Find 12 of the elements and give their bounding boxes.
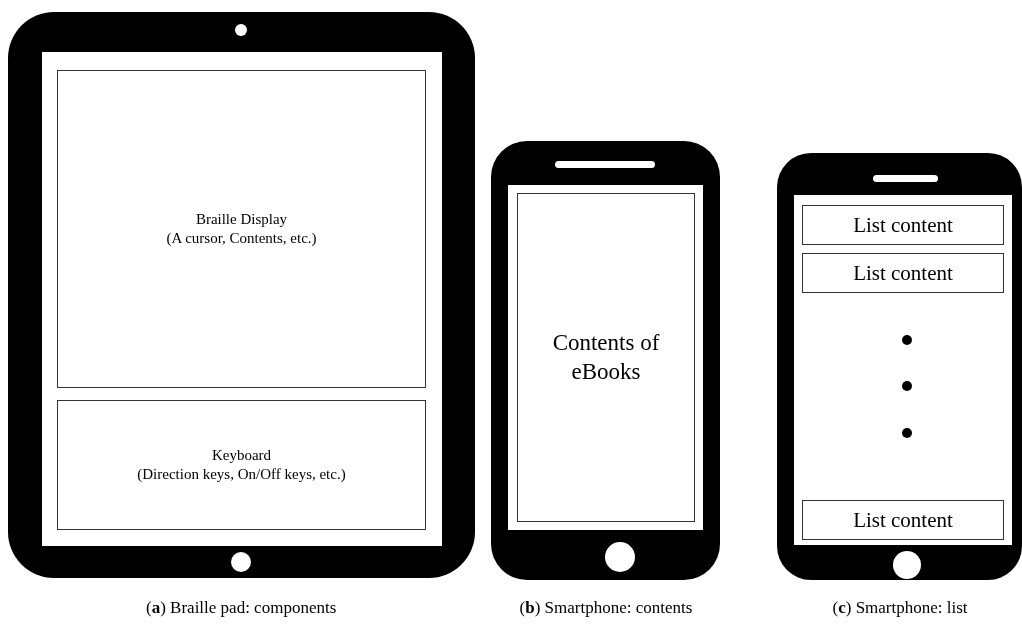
- smartphone-drawing: [491, 141, 720, 580]
- figure-caption: (a) Braille pad: components: [146, 598, 337, 618]
- component-box: Keyboard (Direction keys, On/Off keys, etc.): [57, 400, 426, 530]
- smartphone-drawing: [777, 153, 1022, 580]
- tablet-drawing: [8, 12, 475, 578]
- component-box: Braille Display (A cursor, Contents, etc.): [57, 70, 426, 388]
- content-box: List content: [802, 500, 1004, 540]
- content-box: List content: [802, 253, 1004, 293]
- figure-caption: (c) Smartphone: list: [832, 598, 968, 618]
- content-box: List content: [802, 205, 1004, 245]
- content-box: Contents of eBooks: [517, 193, 695, 522]
- figure-caption: (b) Smartphone: contents: [519, 598, 693, 618]
